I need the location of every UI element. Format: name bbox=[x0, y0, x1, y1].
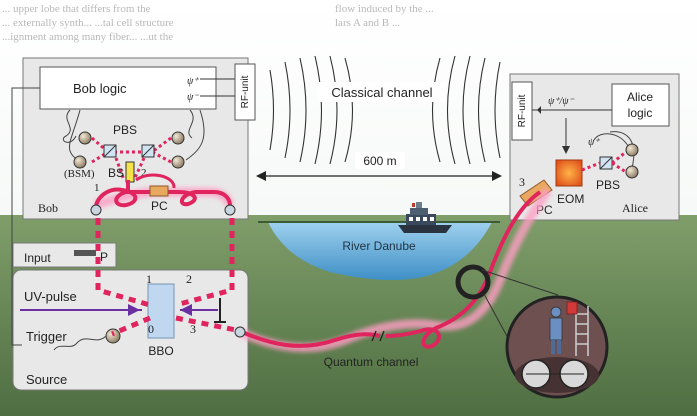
bob-port-2: 2 bbox=[141, 167, 147, 179]
uv-arrow-left-icon bbox=[180, 304, 192, 316]
bob-detector-wires bbox=[62, 109, 205, 161]
bob-detector-icon bbox=[73, 155, 87, 169]
bg-text-line3a: ...ignment among many fiber... ...ut the bbox=[2, 31, 173, 43]
source-port-1: 1 bbox=[146, 272, 152, 286]
alice-arrow-icon bbox=[537, 106, 541, 114]
arrow-left-icon bbox=[256, 171, 266, 181]
bg-text-line2a: ... externally synth... ...tal cell stru… bbox=[2, 17, 174, 29]
river-label: River Danube bbox=[342, 239, 416, 253]
source-port-3: 3 bbox=[190, 322, 196, 336]
alice-psi-plus: ψ⁺ bbox=[588, 137, 600, 148]
boat bbox=[398, 202, 452, 233]
source-label: Source bbox=[26, 372, 67, 387]
bob-bs-plate bbox=[125, 161, 135, 183]
trigger-label: Trigger bbox=[26, 329, 67, 344]
classical-channel-waves bbox=[269, 55, 501, 165]
alice-psi-pm: ψ⁺/ψ⁻ bbox=[548, 96, 574, 107]
alice-detector-icon bbox=[625, 143, 639, 157]
bob-detector-icon bbox=[171, 155, 185, 169]
river bbox=[268, 222, 492, 280]
bob-rf-unit-label: RF-unit bbox=[240, 75, 251, 108]
bob-rf-unit bbox=[234, 63, 256, 121]
alice-rf-unit-label: RF-unit bbox=[517, 94, 528, 127]
alice-logic-line1: Alice bbox=[627, 90, 653, 104]
bob-psi-minus: ψ⁻ bbox=[187, 92, 199, 103]
alice-detector-wires bbox=[593, 131, 635, 169]
fiber-break-icon bbox=[371, 330, 385, 342]
classical-channel-label: Classical channel bbox=[331, 85, 432, 100]
bob-logic-label: Bob logic bbox=[73, 81, 127, 96]
bob-fiber-coupler-icon bbox=[224, 204, 236, 216]
alice-rf-unit bbox=[511, 81, 533, 141]
bob-fiber-loop bbox=[177, 190, 232, 207]
bob-fiber bbox=[94, 187, 178, 208]
bbo-label: BBO bbox=[148, 344, 173, 358]
source-port-2: 2 bbox=[186, 272, 192, 286]
arrow-right-icon bbox=[492, 171, 502, 181]
quantum-fiber-b bbox=[385, 190, 542, 349]
zoom-line-top bbox=[481, 269, 559, 296]
alice-eom-label: EOM bbox=[557, 192, 584, 206]
warning-sign-icon bbox=[566, 301, 578, 315]
sewer-zoom-ring bbox=[455, 264, 491, 300]
quantum-channel-label: Quantum channel bbox=[324, 355, 419, 369]
bob-fiber-coupler-icon bbox=[90, 204, 102, 216]
worker-figure-icon bbox=[550, 306, 562, 318]
bob-pc-label: PC bbox=[151, 199, 168, 213]
alice-logic-line2: logic bbox=[628, 106, 653, 120]
bob-pbs-cubes bbox=[103, 144, 155, 158]
alice-name-label: Alice bbox=[622, 201, 648, 215]
alice-port-3: 3 bbox=[519, 175, 525, 189]
fiber-network: PC bbox=[90, 173, 552, 353]
distance-label: 600 m bbox=[363, 154, 396, 168]
bob-logic-box bbox=[39, 66, 217, 110]
distance-label-bg bbox=[355, 152, 405, 169]
bob-name-label: Bob bbox=[38, 201, 58, 215]
background-page-text: flow induced by the ... lars A and B ...… bbox=[2, 3, 434, 43]
polarizer bbox=[74, 250, 96, 256]
control-cable bbox=[11, 87, 40, 346]
source-panel bbox=[12, 269, 249, 391]
bob-detectors bbox=[73, 131, 185, 169]
bg-text-line2b: lars A and B ... bbox=[335, 17, 400, 29]
alice-pbs-label: PBS bbox=[596, 178, 620, 192]
polarizer-label: P bbox=[100, 250, 108, 264]
bob-psi-plus: ψ⁺ bbox=[187, 76, 199, 87]
bob-bsm-label: (BSM) bbox=[64, 168, 95, 180]
free-space-beams bbox=[95, 218, 237, 337]
alice-eom-crystal bbox=[555, 159, 583, 187]
uv-pulse-label: UV-pulse bbox=[24, 289, 77, 304]
bob-beam-paths bbox=[91, 136, 172, 181]
input-label: Input bbox=[24, 251, 51, 265]
bob-bs-label: BS bbox=[108, 166, 124, 180]
uv-arrow-right-icon bbox=[128, 304, 140, 316]
alice-eom-arrow-icon bbox=[562, 146, 570, 154]
bob-pbs-label: PBS bbox=[113, 123, 137, 137]
bob-port-1: 1 bbox=[94, 182, 100, 194]
bg-text-line1a: ... upper lobe that differs from the bbox=[2, 3, 151, 15]
bob-pc bbox=[149, 185, 169, 197]
bob-detector-icon bbox=[171, 131, 185, 145]
source-port-0: 0 bbox=[148, 322, 154, 336]
quantum-fiber-a bbox=[241, 330, 381, 348]
trigger-wire bbox=[53, 335, 107, 351]
bg-text-line1b: flow induced by the ... bbox=[335, 3, 434, 15]
classical-channel-label-bg bbox=[318, 82, 446, 102]
alice-beam-paths bbox=[581, 150, 627, 174]
alice-logic-box bbox=[611, 83, 670, 127]
bbo-crystal bbox=[147, 283, 175, 339]
sewer-inset bbox=[505, 295, 609, 399]
bob-detector-icon bbox=[78, 131, 92, 145]
source-fiber-coupler-icon bbox=[234, 326, 246, 338]
alice-detector-icon bbox=[625, 165, 639, 179]
